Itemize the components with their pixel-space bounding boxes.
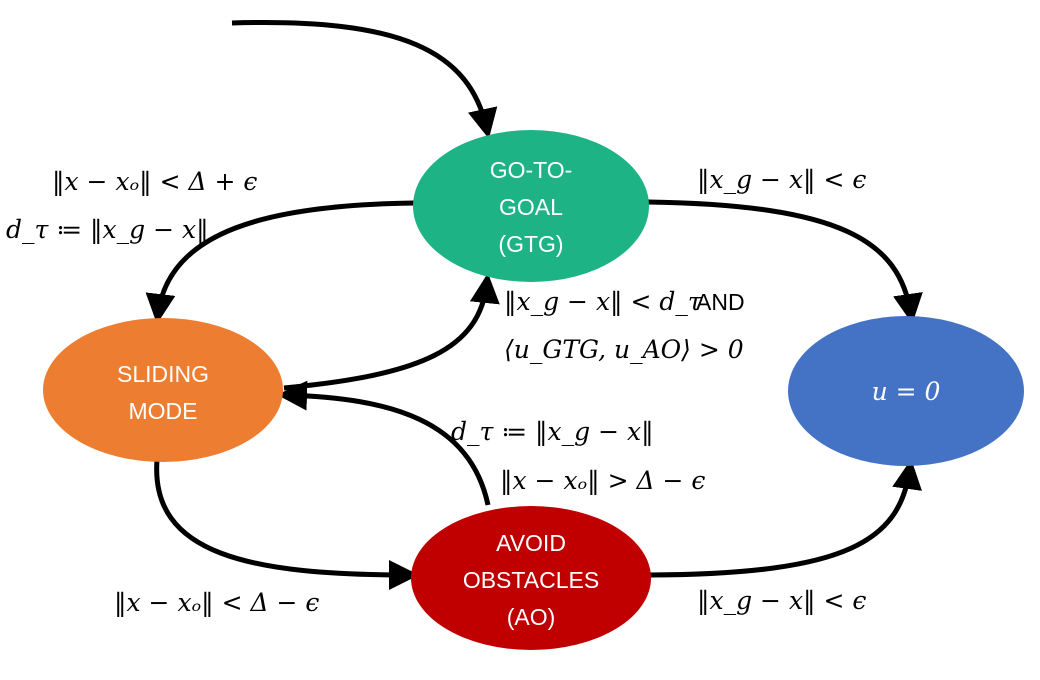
cond-sliding-to-gtg-1: ‖x_g − x‖ < d_τ <box>504 287 703 317</box>
edge-gtg-to-sliding <box>145 200 415 324</box>
node-ao-line-1: AVOID <box>496 530 566 556</box>
node-sliding-line-1: SLIDING <box>117 361 209 387</box>
node-stop: u = 0 <box>788 316 1024 466</box>
cond-sliding-to-gtg-2: ⟨u_GTG, u_AO⟩ > 0 <box>504 335 744 364</box>
edge-ao-to-sliding <box>277 380 491 506</box>
node-stop-shape <box>788 316 1024 466</box>
edge-ao-to-stop <box>649 459 922 578</box>
node-gtg: GO-TO- GOAL (GTG) <box>413 130 649 282</box>
cond-gtg-to-sliding-1: ‖x − xₒ‖ < Δ + ϵ <box>52 167 257 197</box>
edge-sliding-to-ao <box>154 459 420 590</box>
node-ao-line-2: OBSTACLES <box>463 567 599 593</box>
node-stop-label: u = 0 <box>872 377 941 406</box>
node-gtg-line-3: (GTG) <box>498 231 563 257</box>
node-sliding: SLIDING MODE <box>43 318 283 462</box>
cond-ao-to-sliding-2: ‖x − xₒ‖ > Δ − ϵ <box>500 466 705 496</box>
node-ao: AVOID OBSTACLES (AO) <box>411 506 651 650</box>
cond-ao-to-stop: ‖x_g − x‖ < ϵ <box>697 586 866 616</box>
cond-sliding-to-ao: ‖x − xₒ‖ < Δ − ϵ <box>114 588 319 618</box>
node-sliding-line-2: MODE <box>129 398 198 424</box>
edge-sliding-to-gtg <box>283 273 500 391</box>
node-ao-shape <box>411 506 651 650</box>
node-sliding-shape <box>43 318 283 462</box>
initial-arrow <box>231 20 498 139</box>
cond-sliding-to-gtg-and: AND <box>696 289 745 315</box>
edge-gtg-to-stop <box>647 199 923 324</box>
node-gtg-shape <box>413 130 649 282</box>
cond-ao-to-sliding-1: d_τ ≔ ‖x_g − x‖ <box>451 417 654 447</box>
node-ao-line-3: (AO) <box>507 604 556 630</box>
node-gtg-line-2: GOAL <box>499 194 563 220</box>
node-gtg-line-1: GO-TO- <box>490 157 573 183</box>
cond-gtg-to-stop: ‖x_g − x‖ < ϵ <box>697 165 866 195</box>
cond-gtg-to-sliding-2: d_τ ≔ ‖x_g − x‖ <box>6 215 209 245</box>
